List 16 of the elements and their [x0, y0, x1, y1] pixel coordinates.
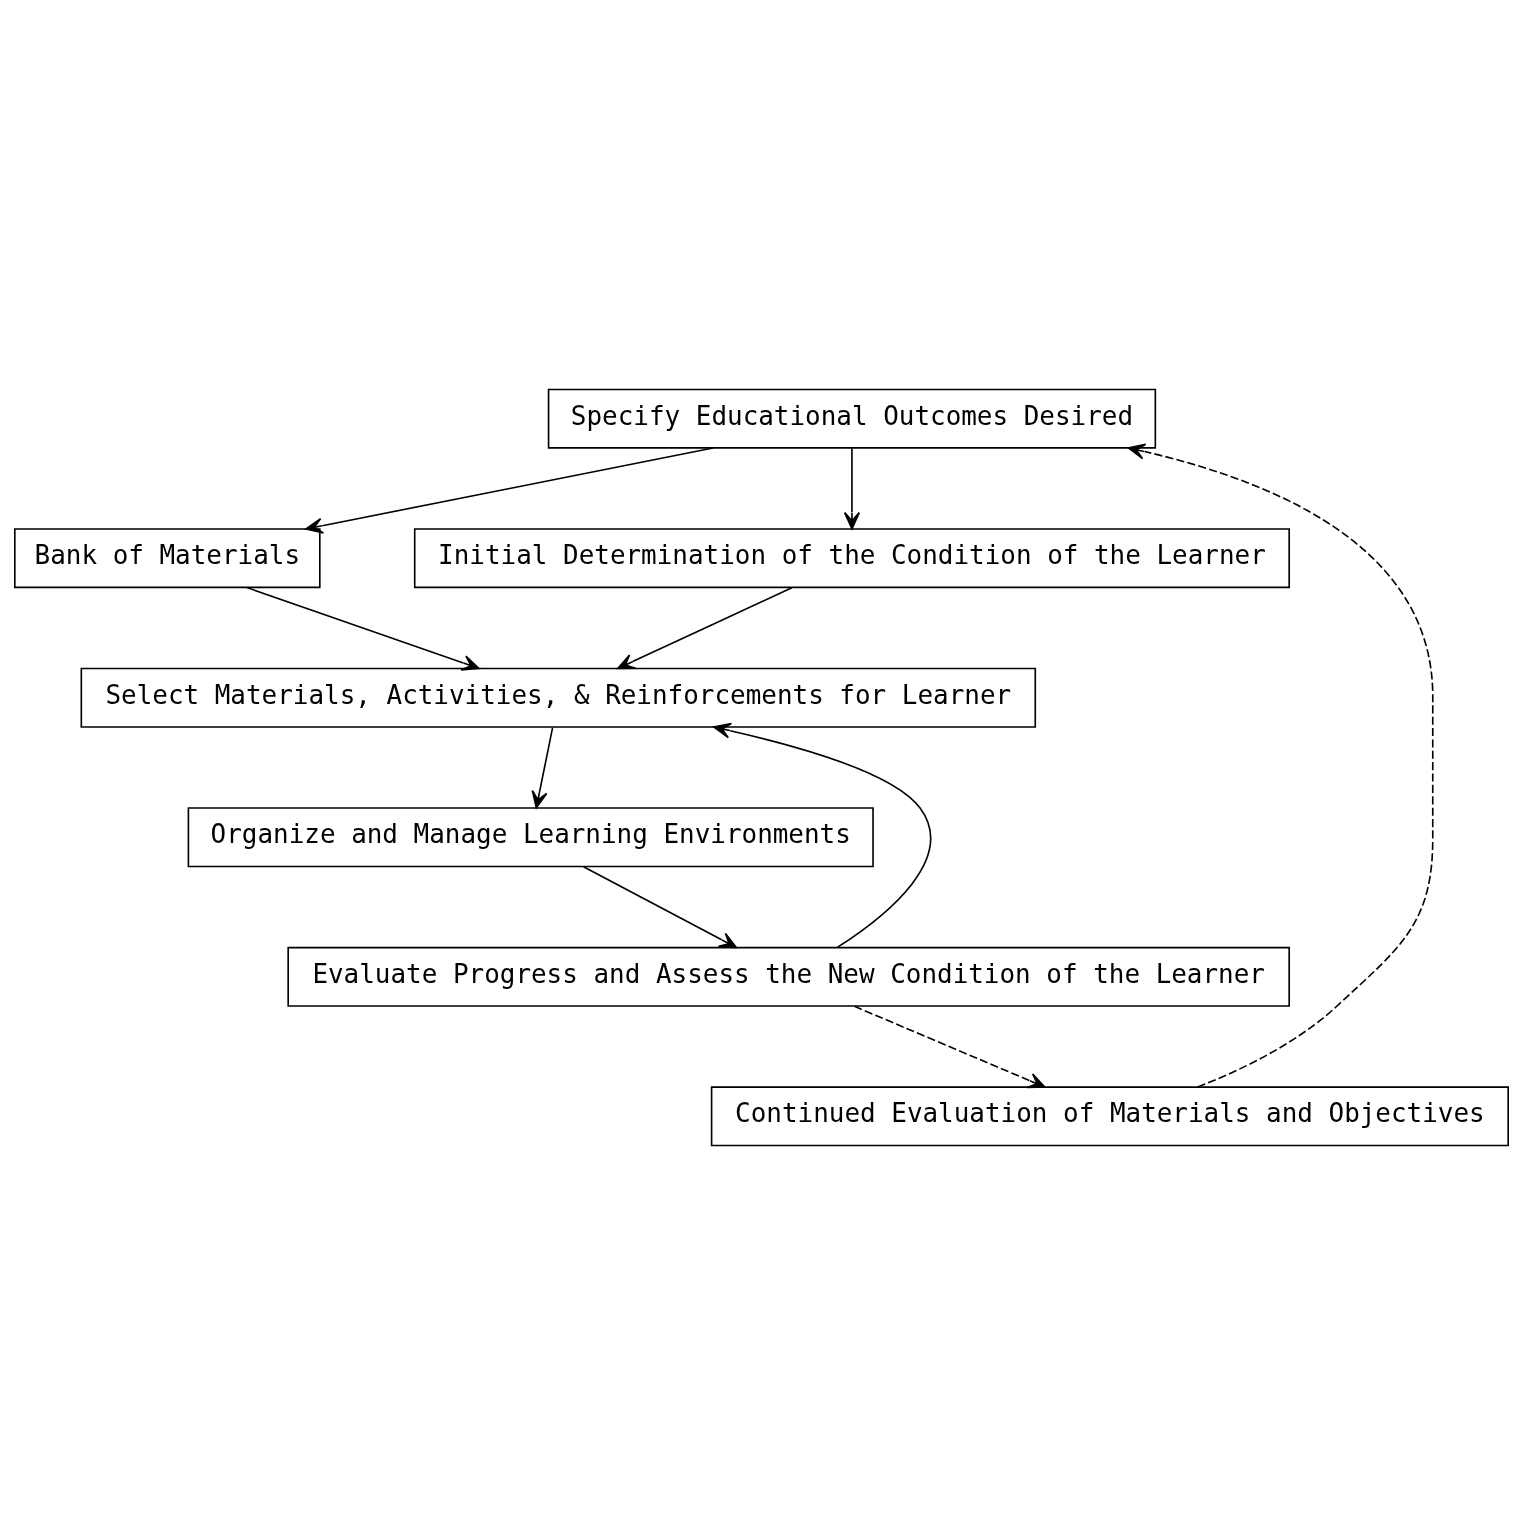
node-box: Evaluate Progress and Assess the New Condition of the Learner [287, 946, 1290, 1007]
node-box: Initial Determination of the Condition of the Learner [413, 527, 1290, 588]
node-box: Specify Educational Outcomes Desired [547, 388, 1157, 449]
arrow [305, 446, 714, 534]
arrow [582, 865, 738, 948]
arrow [843, 447, 861, 530]
arrow [1127, 443, 1434, 1088]
node-box: Bank of Materials [14, 527, 321, 588]
arrow [531, 726, 554, 809]
arrow [246, 586, 480, 671]
node-box: Select Materials, Activities, & Reinforcements for Learner [80, 667, 1037, 728]
node-box: Continued Evaluation of Materials and Objectives [710, 1085, 1509, 1146]
arrow [713, 722, 932, 948]
arrow [617, 586, 793, 669]
arrow [853, 1005, 1046, 1088]
node-box: Organize and Manage Learning Environments [187, 806, 874, 867]
